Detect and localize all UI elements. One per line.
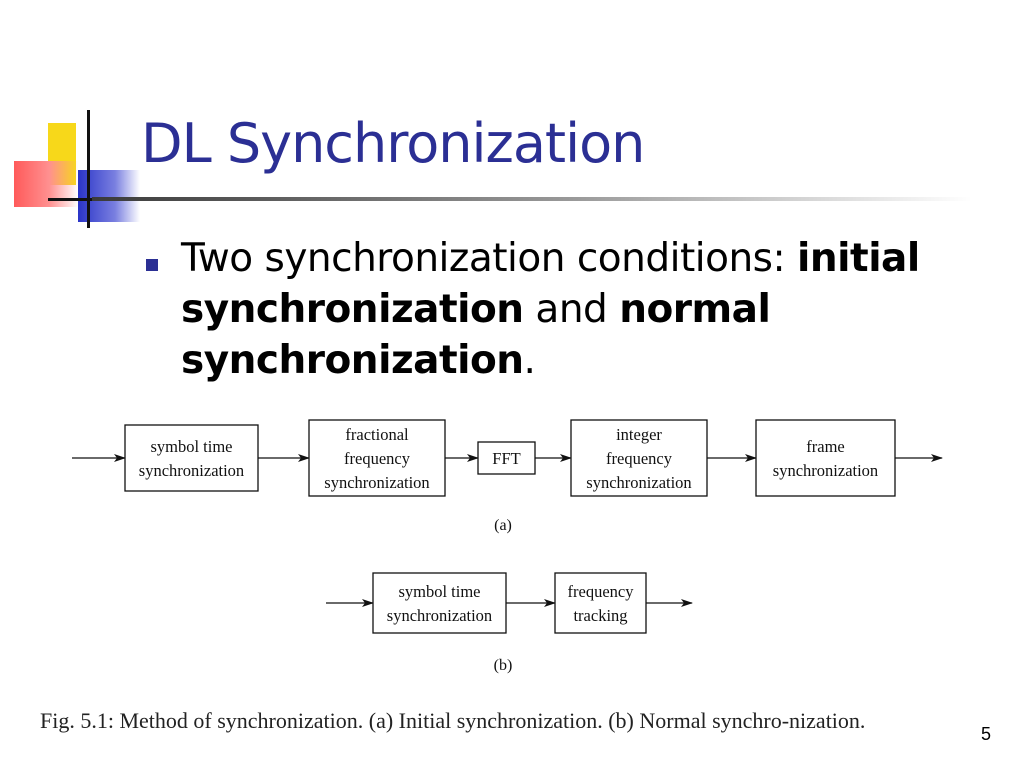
block-box	[308, 419, 446, 497]
block-box	[477, 441, 536, 475]
block-label: synchronization	[324, 473, 429, 492]
block-label: frequency	[568, 582, 635, 601]
block-label: synchronization	[387, 606, 492, 625]
row-b-label: (b)	[494, 657, 513, 674]
page-number: 5	[981, 724, 992, 744]
block-box	[554, 572, 647, 634]
block-box	[372, 572, 507, 634]
block-box	[755, 419, 896, 497]
block-label: fractional	[345, 425, 409, 444]
block-label: synchronization	[773, 461, 878, 480]
figure-caption: Fig. 5.1: Method of synchronization. (a)…	[40, 708, 866, 733]
block-label: symbol time	[398, 582, 480, 601]
row-a-label: (a)	[494, 517, 512, 534]
block-label: frequency	[344, 449, 411, 468]
block-label: frequency	[606, 449, 673, 468]
decor-horizontal-line	[48, 198, 98, 201]
slide-title: DL Synchronization	[141, 112, 645, 175]
block-label: FFT	[492, 449, 520, 468]
block-label: tracking	[573, 606, 627, 625]
title-underline-rule	[92, 197, 972, 201]
bullet-bold-initial: initial synchronization	[181, 236, 920, 332]
block-box	[124, 424, 259, 492]
bullet-text-suffix: .	[523, 338, 536, 383]
decor-vertical-line	[87, 110, 90, 228]
diagram-row-b: symbol time synchronization frequency track…	[326, 572, 693, 634]
bullet-bold-normal: normal synchronization	[181, 287, 771, 383]
block-box	[570, 419, 708, 497]
diagram-row-a: symbol time synchronization fractional freq…	[72, 419, 943, 497]
block-label: frame	[806, 437, 844, 456]
bullet-text-middle: and	[523, 287, 620, 332]
block-label: synchronization	[139, 461, 244, 480]
bullet-text-prefix: Two synchronization conditions:	[181, 236, 798, 281]
bullet-square-icon	[146, 259, 158, 271]
synchronization-block-diagram: symbol time synchronization fractional freq…	[72, 419, 943, 674]
bullet-text: Two synchronization conditions: initial …	[181, 233, 981, 386]
block-label: synchronization	[586, 473, 691, 492]
block-label: symbol time	[150, 437, 232, 456]
block-label: integer	[616, 425, 662, 444]
